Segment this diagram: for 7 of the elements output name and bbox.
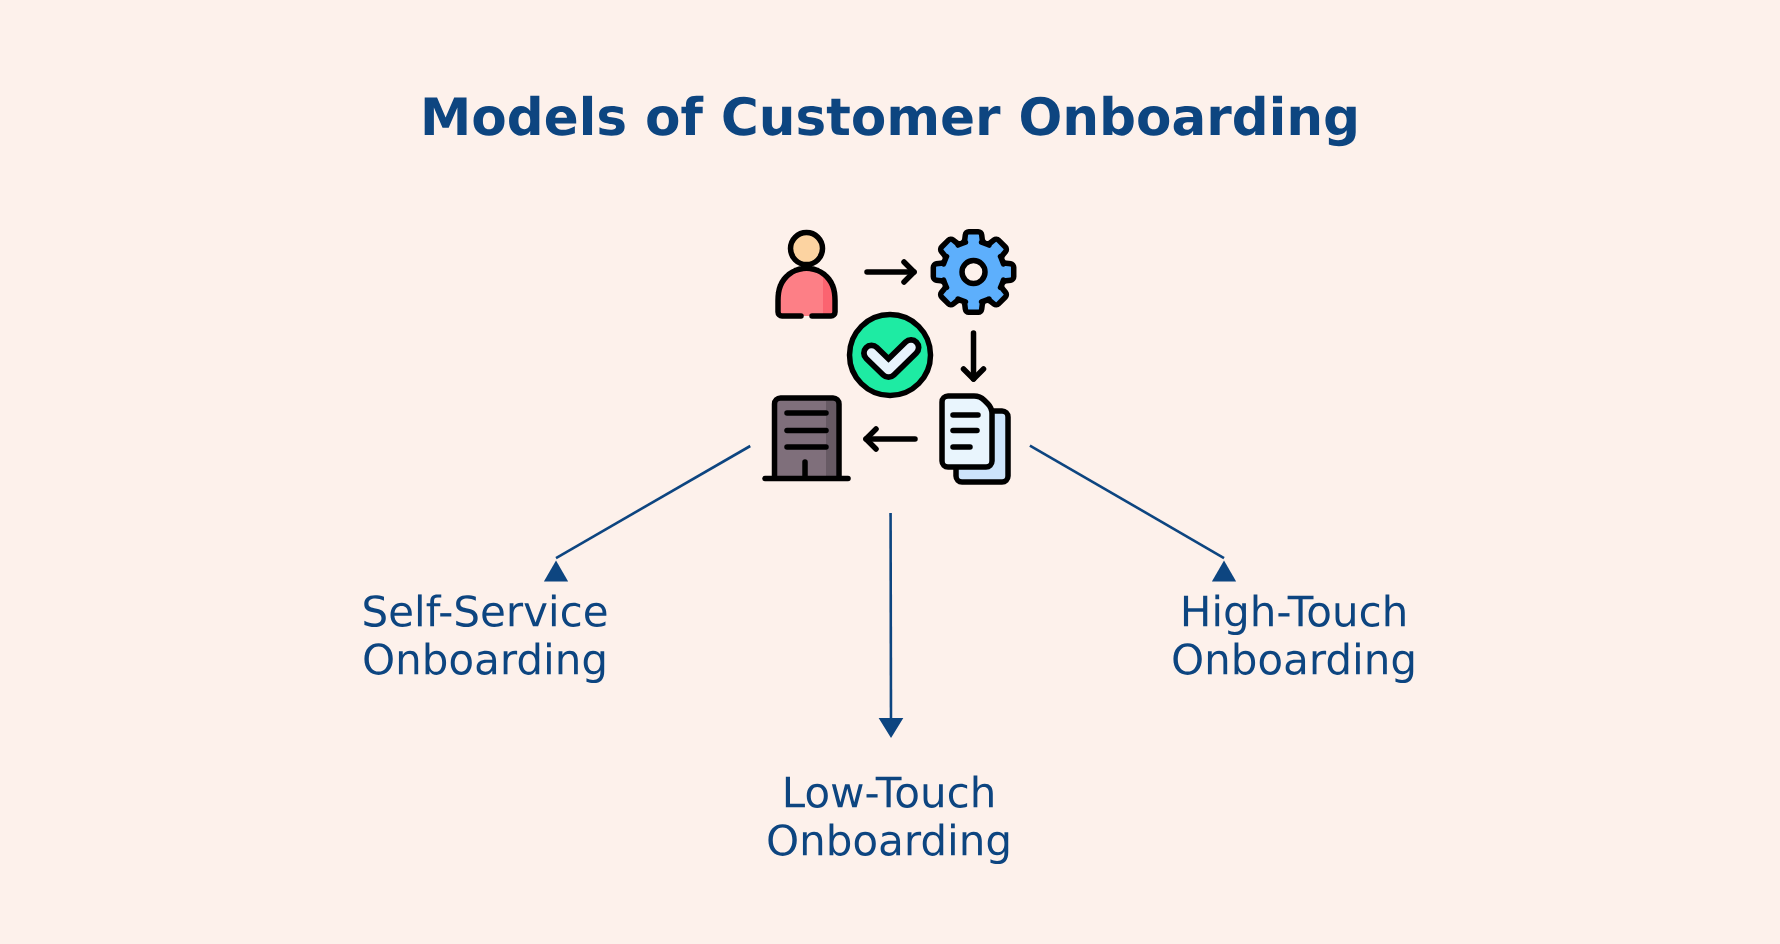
title: Models of Customer Onboarding — [424, 95, 1356, 147]
label-text: Low-Touch Onboarding — [768, 775, 1009, 865]
arrow — [543, 444, 751, 582]
workflow-illustration — [762, 229, 1017, 485]
arrow — [1029, 444, 1237, 582]
label-text: High-Touch Onboarding — [1173, 594, 1414, 684]
label-text: Self-Service Onboarding — [364, 594, 607, 684]
